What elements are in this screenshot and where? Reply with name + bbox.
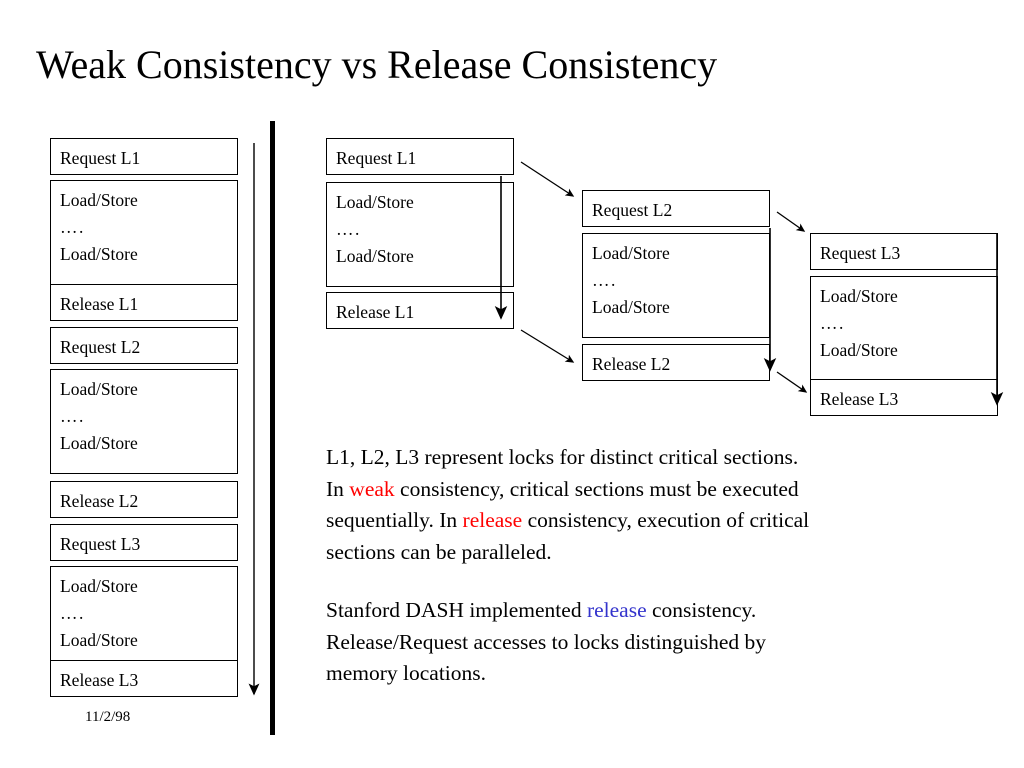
date-stamp: 11/2/98 (85, 709, 131, 725)
box-line: Load/Store (336, 192, 414, 212)
arrow-release-l2-to-release-l3 (776, 371, 808, 393)
paragraph2-line3: memory locations. (326, 661, 487, 685)
text-fragment: consistency, critical sections must be e… (394, 476, 799, 501)
arrow-request-l2-to-request-l3 (776, 211, 806, 232)
arrow-request-l1-to-request-l2 (520, 161, 575, 197)
text-fragment: In (326, 476, 350, 501)
box-line: Load/Store (60, 379, 138, 399)
box-line: Release L1 (336, 302, 415, 322)
box-line: Load/Store (592, 297, 670, 317)
page-title: Weak Consistency vs Release Consistency (36, 42, 718, 87)
text-fragment: consistency. (646, 598, 757, 622)
box-line: Request L2 (60, 337, 141, 357)
paragraph1-line1: L1, L2, L3 represent locks for distinct … (326, 445, 799, 469)
text-fragment: Stanford DASH implemented (326, 598, 587, 622)
paragraph2-line2: Release/Request accesses to locks distin… (326, 629, 767, 654)
box-line: Load/Store (60, 576, 138, 596)
box-line: Request L3 (60, 534, 141, 554)
weak-box-critical-section-2: Load/Store …. Load/Store (50, 369, 238, 474)
box-line: Request L2 (592, 200, 673, 220)
box-line: Release L1 (60, 294, 139, 314)
text-fragment: consistency, execution of critical (522, 508, 810, 532)
section-divider (270, 121, 275, 735)
weak-box-request-l1: Request L1 (50, 138, 238, 175)
box-line: Release L3 (820, 389, 899, 409)
highlight-release-blue: release (586, 598, 647, 622)
box-line: Load/Store (592, 243, 670, 263)
weak-box-critical-section-3: Load/Store …. Load/Store (50, 566, 238, 671)
box-line: Release L2 (592, 354, 671, 374)
box-line: Release L3 (60, 670, 139, 690)
paragraph1-line3: sequentially. In release consistency, ex… (326, 505, 1006, 537)
weak-box-request-l2: Request L2 (50, 327, 238, 364)
paragraph2-line1: Stanford DASH implemented release consis… (326, 595, 1006, 627)
release-box-release-l3: Release L3 (810, 379, 998, 416)
box-line-ellipsis: …. (60, 603, 85, 623)
release-box-release-l2: Release L2 (582, 344, 770, 381)
box-line: Request L3 (820, 243, 901, 263)
paragraph1-line4: sections can be paralleled. (326, 539, 552, 564)
release-box-request-l2: Request L2 (582, 190, 770, 227)
box-line: Load/Store (60, 190, 138, 210)
release-box-release-l1: Release L1 (326, 292, 514, 329)
box-line: Load/Store (336, 246, 414, 266)
release-box-critical-section-l3: Load/Store …. Load/Store (810, 276, 998, 381)
weak-box-request-l3: Request L3 (50, 524, 238, 561)
explanation-paragraph-1: L1, L2, L3 represent locks for distinct … (326, 442, 1006, 568)
weak-box-release-l2: Release L2 (50, 481, 238, 518)
box-line: Load/Store (60, 244, 138, 264)
box-line: Request L1 (336, 148, 417, 168)
release-box-critical-section-l1: Load/Store …. Load/Store (326, 182, 514, 287)
release-box-request-l3: Request L3 (810, 233, 998, 270)
text-fragment: sequentially. In (326, 508, 463, 532)
paragraph1-line2: In weak consistency, critical sections m… (326, 474, 1006, 506)
weak-box-critical-section-1: Load/Store …. Load/Store (50, 180, 238, 285)
release-box-request-l1: Request L1 (326, 138, 514, 175)
highlight-weak: weak (349, 476, 395, 501)
weak-box-release-l1: Release L1 (50, 284, 238, 321)
box-line-ellipsis: …. (60, 217, 85, 237)
box-line: Load/Store (820, 286, 898, 306)
box-line: Load/Store (820, 340, 898, 360)
weak-box-release-l3: Release L3 (50, 660, 238, 697)
box-line-ellipsis: …. (60, 406, 85, 426)
box-line-ellipsis: …. (820, 313, 845, 333)
box-line: Release L2 (60, 491, 139, 511)
box-line: Load/Store (60, 433, 138, 453)
explanation-paragraph-2: Stanford DASH implemented release consis… (326, 595, 1006, 690)
box-line: Request L1 (60, 148, 141, 168)
release-box-critical-section-l2: Load/Store …. Load/Store (582, 233, 770, 338)
box-line: Load/Store (60, 630, 138, 650)
box-line-ellipsis: …. (336, 219, 361, 239)
highlight-release-red: release (462, 508, 523, 532)
box-line-ellipsis: …. (592, 270, 617, 290)
arrow-release-l1-to-release-l2 (520, 329, 575, 363)
